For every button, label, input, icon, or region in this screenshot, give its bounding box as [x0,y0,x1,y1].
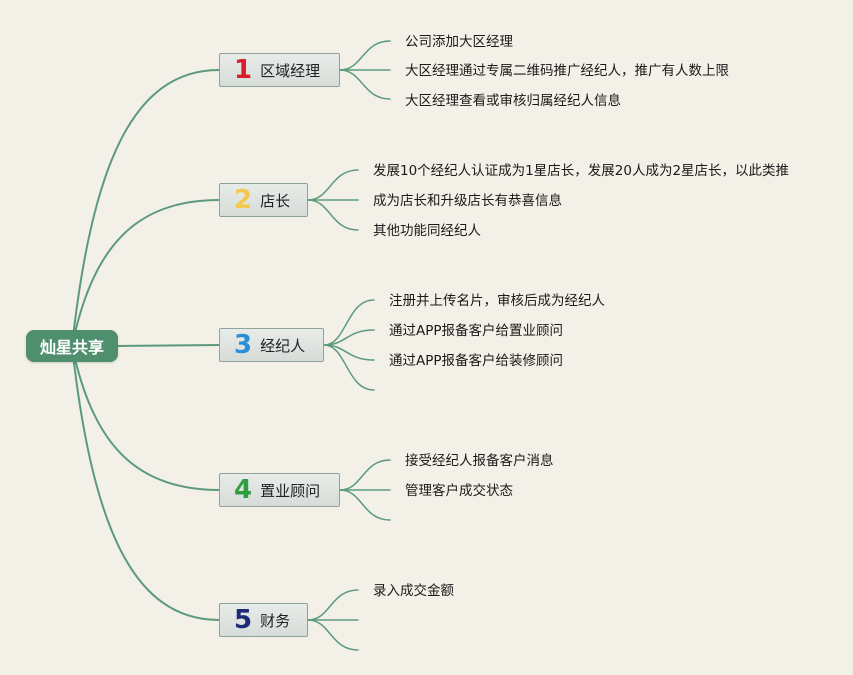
leaf-item[interactable]: 其他功能同经纪人 [373,223,481,239]
branch-label: 经纪人 [260,336,306,355]
leaf-item[interactable]: 通过APP报备客户给装修顾问 [389,353,564,369]
connector-line [71,199,220,347]
branch-node-property-consultant[interactable]: 4 置业顾问 [219,473,340,507]
leaf-item[interactable]: 接受经纪人报备客户消息 [405,453,554,469]
branch-label: 财务 [260,611,291,630]
leaf-item[interactable]: 发展10个经纪人认证成为1星店长，发展20人成为2星店长，以此类推 [373,163,790,179]
connector-line [323,344,375,391]
branch-number: 2 [234,185,253,215]
leaf-item[interactable]: 录入成交金额 [373,583,454,599]
connector-line [307,199,359,231]
branch-label: 置业顾问 [260,481,321,500]
leaf-item[interactable]: 大区经理通过专属二维码推广经纪人，推广有人数上限 [405,63,729,79]
connector-line [307,619,359,651]
connector-line [339,489,391,521]
connector-line [323,299,375,346]
branch-node-regional-manager[interactable]: 1 区域经理 [219,53,340,87]
leaf-item[interactable]: 注册并上传名片，审核后成为经纪人 [389,293,605,309]
connector-line [339,459,391,491]
leaf-item[interactable]: 公司添加大区经理 [405,34,513,50]
branch-number: 4 [234,475,253,505]
root-node[interactable]: 灿星共享 [26,330,118,362]
connector-line [307,169,359,201]
branch-node-agent[interactable]: 3 经纪人 [219,328,324,362]
connector-line [71,69,220,347]
connector-line [71,345,220,491]
leaf-item[interactable]: 通过APP报备客户给置业顾问 [389,323,564,339]
branch-node-finance[interactable]: 5 财务 [219,603,308,637]
branch-number: 1 [234,55,253,85]
branch-label: 店长 [260,191,291,210]
branch-node-store-manager[interactable]: 2 店长 [219,183,308,217]
branch-number: 5 [234,605,253,635]
leaf-item[interactable]: 成为店长和升级店长有恭喜信息 [373,193,562,209]
connector-line [71,345,220,621]
connector-line [323,329,375,346]
connector-line [339,69,391,100]
connector-line [339,40,391,71]
branch-number: 3 [234,330,253,360]
connector-line [117,344,220,347]
connector-line [307,589,359,621]
root-label: 灿星共享 [39,338,104,357]
branch-label: 区域经理 [260,61,321,80]
leaf-item[interactable]: 大区经理查看或审核归属经纪人信息 [405,93,621,109]
leaf-item[interactable]: 管理客户成交状态 [405,483,513,499]
